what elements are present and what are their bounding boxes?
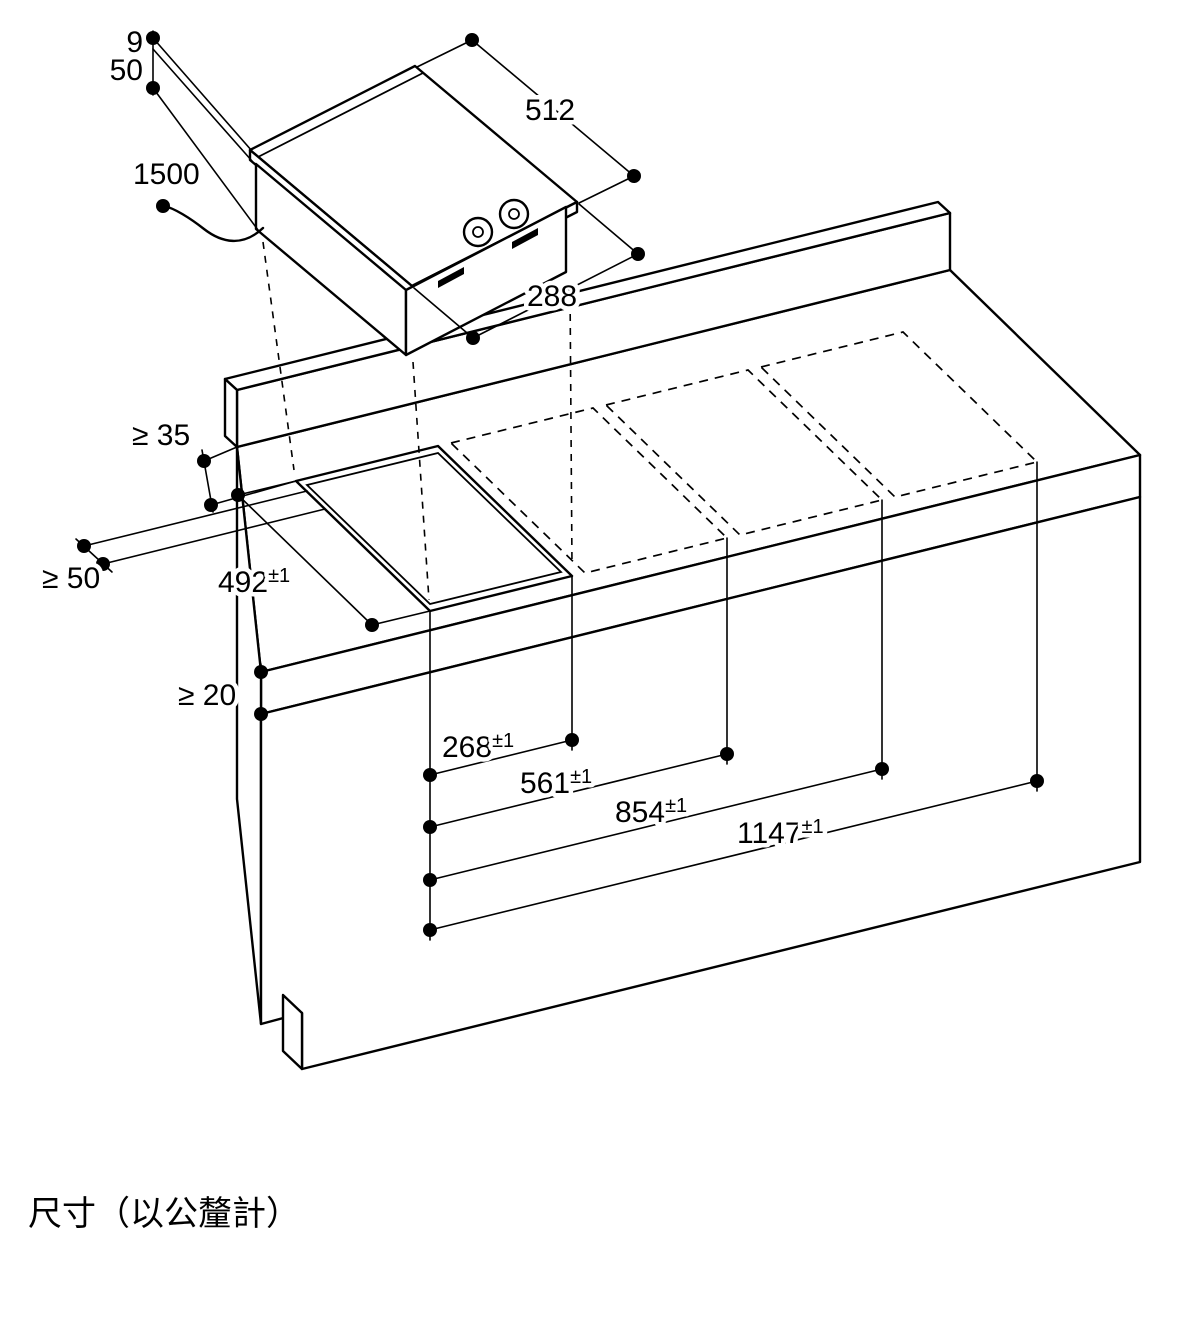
dim-line-1147 <box>429 780 1038 931</box>
knob-outer <box>462 216 494 248</box>
extension-line <box>371 610 431 626</box>
dim-line-268 <box>429 739 573 776</box>
vent-slot-2 <box>512 228 538 249</box>
extension-line <box>413 287 474 339</box>
projection-line-front <box>412 361 430 601</box>
dim-cutout-widths-group: 268±1 561±1 854±1 1147±1 <box>423 461 1044 941</box>
dim-line-561 <box>429 753 728 828</box>
dimension-dot <box>254 665 268 679</box>
dimension-dot <box>423 923 437 937</box>
worktop-cutout-inner <box>305 452 563 605</box>
dim-depth-group: 512 <box>416 33 641 204</box>
dim-rear-clearance-group: ≥ 35 <box>128 415 297 513</box>
dimension-dot <box>423 873 437 887</box>
dimension-dot <box>146 31 160 45</box>
dim-side-clearance-group: ≥ 50 <box>38 490 326 600</box>
control-knob-2 <box>498 198 530 230</box>
dim-rear-clearance-label: ≥ 35 <box>132 419 190 452</box>
dimension-dot <box>631 247 645 261</box>
extension-line <box>237 480 297 496</box>
dim-288-label: 288 <box>527 280 577 313</box>
dimension-dot <box>423 768 437 782</box>
dim-line <box>472 253 639 339</box>
future-cutout-3 <box>604 369 884 536</box>
dimension-dot <box>77 539 91 553</box>
dimension-dot <box>465 33 479 47</box>
dimension-dot <box>365 618 379 632</box>
cooktop-glass-bevel-line <box>257 72 424 158</box>
extension-line <box>578 175 635 204</box>
projection-line-right <box>569 285 573 567</box>
dimension-dot <box>146 81 160 95</box>
dimension-dot <box>627 169 641 183</box>
projection-line-left <box>262 241 295 471</box>
dim-line-854 <box>429 768 883 881</box>
mains-cable <box>162 204 265 243</box>
dim-height-group: 9 50 <box>105 22 259 231</box>
extension-line <box>152 48 253 162</box>
dimension-dot <box>96 557 110 571</box>
dimension-dot <box>720 747 734 761</box>
dimension-dot <box>254 707 268 721</box>
dimension-dot <box>1030 774 1044 788</box>
dimension-dot <box>565 733 579 747</box>
extension-line <box>416 39 473 68</box>
projection-lines <box>262 241 573 601</box>
dim-50-label: 50 <box>110 54 143 87</box>
knob-outer <box>498 198 530 230</box>
extension-line <box>152 87 259 231</box>
worktop-cabinet <box>223 200 1142 1071</box>
cooktop <box>162 64 579 357</box>
dimension-dot <box>231 488 245 502</box>
dimensions: 9 50 1500 512 288 <box>38 22 1044 941</box>
extension-line <box>152 37 253 152</box>
dimension-dot <box>423 820 437 834</box>
dim-512-label: 512 <box>525 94 575 127</box>
dim-854-label: 854±1 <box>615 795 687 829</box>
future-cutout-2 <box>449 407 729 574</box>
figure-caption: 尺寸（以公釐計） <box>28 1195 300 1233</box>
extension-line <box>578 203 639 255</box>
vent-slot-1 <box>438 267 464 288</box>
dim-1500-label: 1500 <box>133 158 200 191</box>
dim-561-label: 561±1 <box>520 766 592 800</box>
dim-width-group: 288 <box>413 203 645 345</box>
dim-cutout-depth-group: 492±1 <box>214 480 431 632</box>
dim-492-label: 492±1 <box>218 565 290 599</box>
control-knob-1 <box>462 216 494 248</box>
dim-thickness-group: ≥ 20 <box>174 663 268 723</box>
dimension-dot <box>156 199 170 213</box>
dim-line <box>237 494 373 626</box>
extension-line <box>102 508 326 565</box>
dim-cable-group: 1500 <box>129 154 204 213</box>
dim-268-label: 268±1 <box>442 730 514 764</box>
backsplash-left-cap <box>223 377 239 449</box>
dimension-dot <box>875 762 889 776</box>
dim-side-clearance-label: ≥ 50 <box>42 562 100 595</box>
plinth-recess-face <box>281 993 304 1071</box>
extension-line <box>83 490 308 547</box>
future-cutout-4 <box>759 331 1039 498</box>
dimension-dot <box>204 498 218 512</box>
dimension-dot <box>466 331 480 345</box>
dim-line <box>471 39 635 177</box>
knob-inner <box>508 208 520 220</box>
dimension-dot <box>197 454 211 468</box>
cooktop-chassis-front-face <box>404 205 568 357</box>
knob-inner <box>472 226 484 238</box>
dim-1147-label: 1147±1 <box>737 816 824 850</box>
dim-thickness-label: ≥ 20 <box>178 679 236 712</box>
